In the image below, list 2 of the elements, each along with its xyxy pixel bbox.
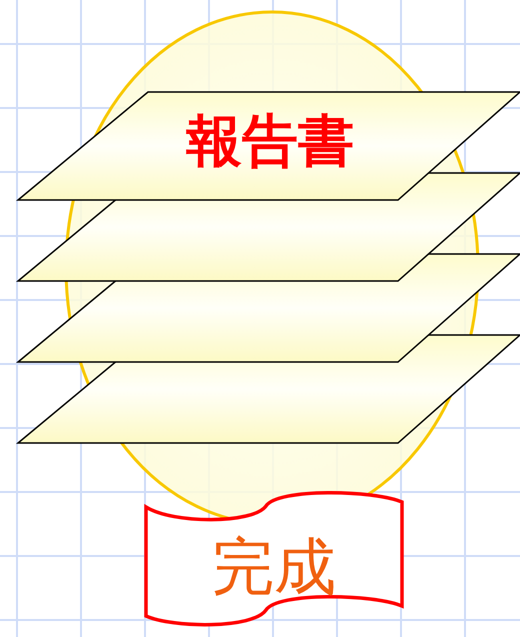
- report-title: 報告書: [185, 114, 355, 170]
- banner-text: 完成: [211, 536, 337, 598]
